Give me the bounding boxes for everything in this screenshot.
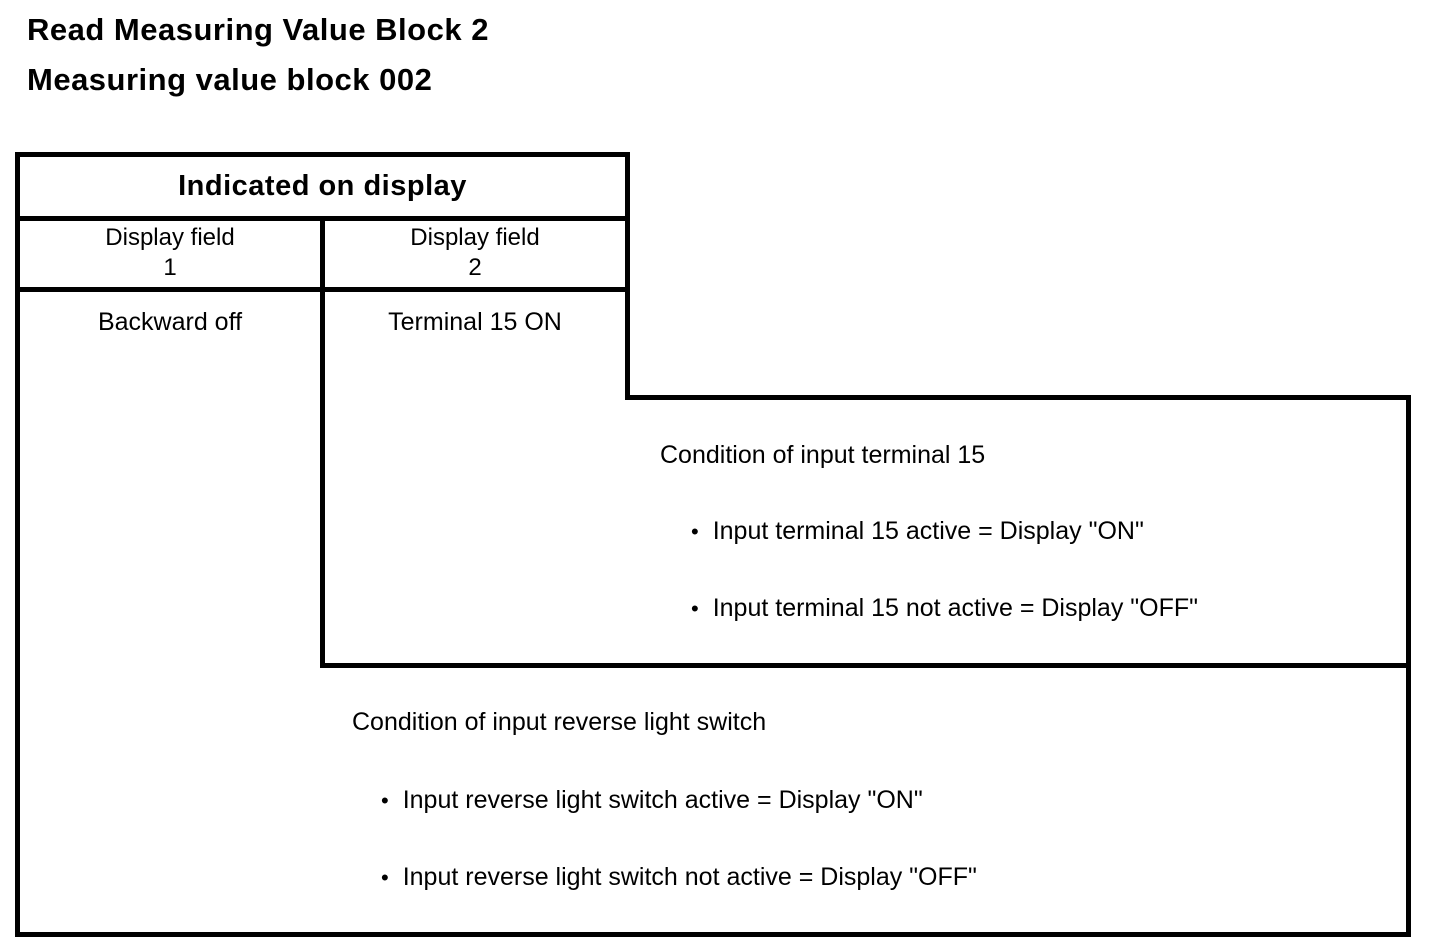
column-header-1-number: 1 [163,254,177,281]
column-header-2-label: Display field [410,224,540,251]
bullet-icon: • [381,865,389,890]
bullet-icon: • [691,519,699,544]
callout2-heading: Condition of input reverse light switch [352,708,767,736]
callout2-bullet-2-text: Input reverse light switch not active = … [402,863,977,891]
display-field-1-value: Backward off [97,308,243,336]
callout1-bullet-2-text: Input terminal 15 not active = Display "… [712,594,1199,622]
border-line-callout1-top [625,395,1411,400]
column-header-1: Display field 1 [20,221,320,285]
callout1-bullet-1: • Input terminal 15 active = Display "ON… [691,517,1144,546]
table-header: Indicated on display [178,169,467,202]
callout2-bullet-2: • Input reverse light switch not active … [381,863,977,892]
column-header-2: Display field 2 [325,221,625,285]
bullet-icon: • [381,788,389,813]
column-header-1-label: Display field [105,224,235,251]
page-title: Read Measuring Value Block 2 [27,12,489,47]
callout2-bullet-1: • Input reverse light switch active = Di… [381,786,923,815]
border-line-left [15,152,20,937]
border-line-callout1-bottom [320,663,1411,668]
callout1-heading: Condition of input terminal 15 [660,441,986,469]
callout1-bullet-1-text: Input terminal 15 active = Display "ON" [712,517,1144,545]
border-line-column-divider [320,216,325,668]
column-header-2-number: 2 [468,254,482,281]
border-line-table-top [15,152,630,157]
display-field-2-value: Terminal 15 ON [388,308,562,336]
border-line-diagram-bottom [15,932,1411,937]
border-line-column2-right [625,152,630,400]
page-subtitle: Measuring value block 002 [27,62,433,97]
bullet-icon: • [691,596,699,621]
border-line-right [1406,395,1411,937]
callout1-bullet-2: • Input terminal 15 not active = Display… [691,594,1198,623]
callout2-bullet-1-text: Input reverse light switch active = Disp… [402,786,923,814]
